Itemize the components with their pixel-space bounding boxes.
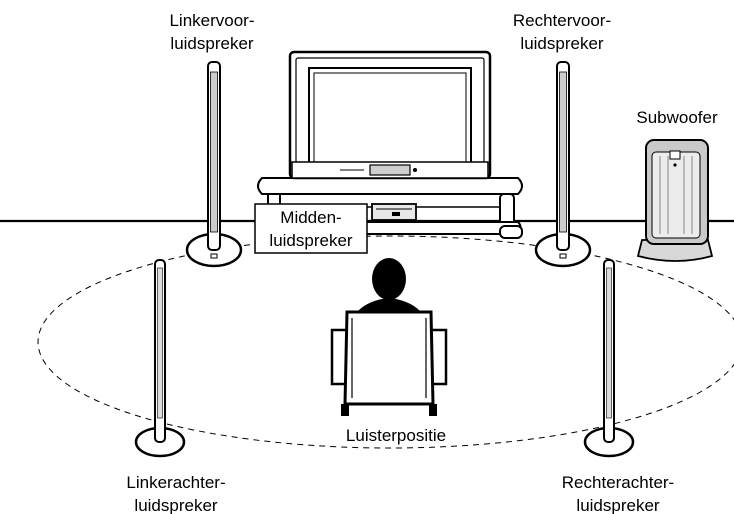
tv-set (288, 50, 492, 180)
rear-left-label-line1: Linkerachter- (126, 473, 225, 492)
rear-left-label-line2: luidspreker (134, 496, 217, 514)
rear-right-label-line1: Rechterachter- (562, 473, 674, 492)
front-left-speaker (185, 61, 243, 268)
center-speaker (371, 203, 417, 221)
center-label-line2: luidspreker (269, 231, 352, 250)
center-label-line1: Midden- (280, 208, 341, 227)
subwoofer-label: Subwoofer (636, 108, 718, 127)
front-right-speaker (534, 61, 592, 268)
listener-chair (330, 258, 448, 416)
subwoofer (636, 139, 714, 262)
front-right-label-line2: luidspreker (520, 34, 603, 53)
center-label-box (254, 203, 368, 254)
listening-area-ellipse (37, 235, 734, 449)
rear-right-label-line2: luidspreker (576, 496, 659, 514)
listening-position-label: Luisterpositie (346, 426, 446, 445)
front-right-label-line1: Rechtervoor- (513, 11, 611, 30)
rear-right-speaker (583, 259, 635, 458)
rear-left-speaker (134, 259, 186, 458)
front-left-label-line2: luidspreker (170, 34, 253, 53)
front-left-label-line1: Linkervoor- (169, 11, 254, 30)
